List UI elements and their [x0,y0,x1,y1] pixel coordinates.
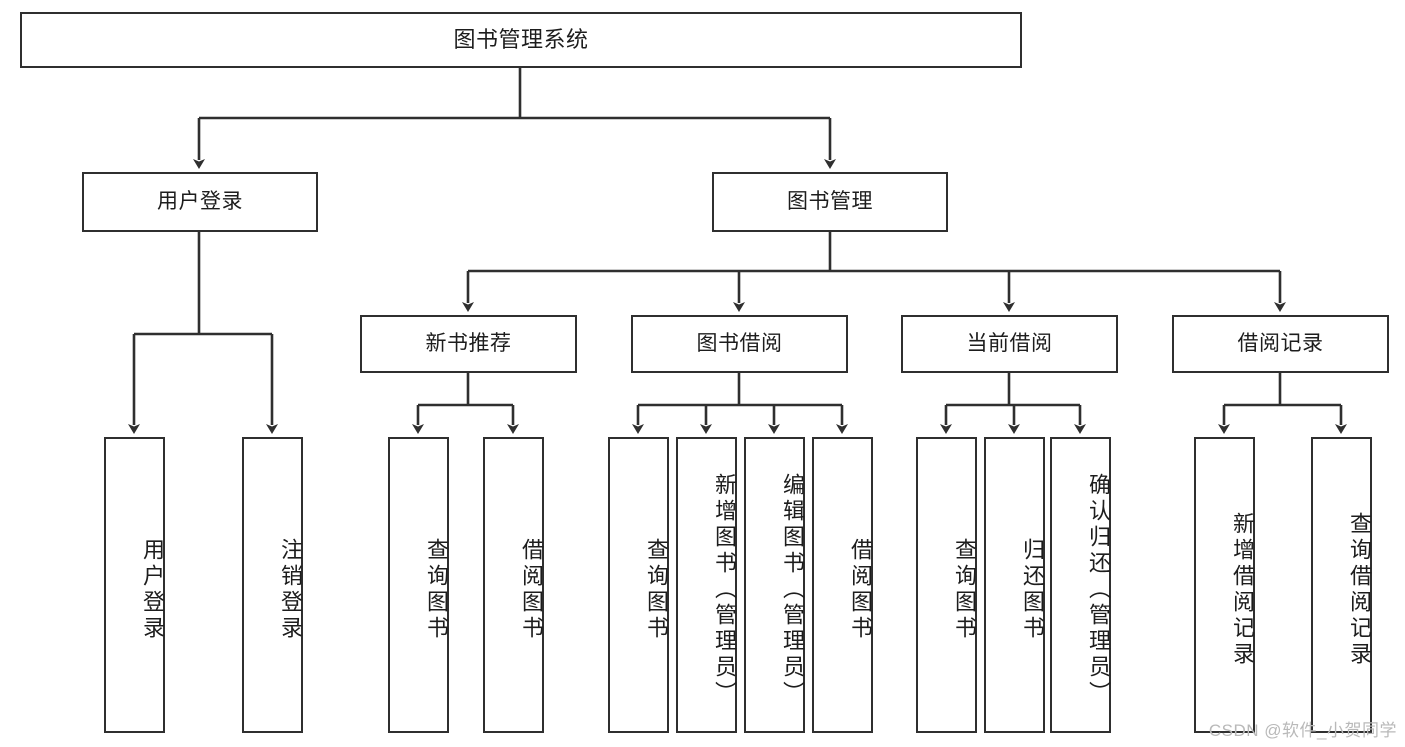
node-new-book-rec[interactable]: 新书推荐 [360,315,577,373]
node-leaf-borrow-book-label: 借阅图书 [848,538,873,642]
node-current-borrow-label: 当前借阅 [966,331,1053,355]
node-leaf-edit-book-label: 编辑图书（管理员） [780,473,805,707]
node-leaf-user-login[interactable]: 用户登录 [104,437,165,733]
node-book-manage[interactable]: 图书管理 [712,172,948,232]
node-leaf-borrow-query-book[interactable]: 查询图书 [608,437,669,733]
node-leaf-logout-label: 注销登录 [278,538,303,642]
node-leaf-borrow-query-book-label: 查询图书 [644,538,669,642]
node-leaf-query-record-label: 查询借阅记录 [1347,512,1372,668]
node-leaf-add-record[interactable]: 新增借阅记录 [1194,437,1255,733]
node-leaf-borrow-book[interactable]: 借阅图书 [812,437,873,733]
node-leaf-add-book[interactable]: 新增图书（管理员） [676,437,737,733]
node-leaf-rec-query-book-label: 查询图书 [424,538,449,642]
node-leaf-add-book-label: 新增图书（管理员） [712,473,737,707]
node-leaf-confirm-return[interactable]: 确认归还（管理员） [1050,437,1111,733]
node-book-manage-label: 图书管理 [787,189,873,213]
node-new-book-rec-label: 新书推荐 [425,331,512,355]
node-borrow-record-label: 借阅记录 [1237,331,1324,355]
node-current-borrow[interactable]: 当前借阅 [901,315,1118,373]
node-leaf-return-book[interactable]: 归还图书 [984,437,1045,733]
node-leaf-rec-borrow-book-label: 借阅图书 [519,538,544,642]
node-leaf-cur-query-book[interactable]: 查询图书 [916,437,977,733]
node-root[interactable]: 图书管理系统 [20,12,1022,68]
node-leaf-query-record[interactable]: 查询借阅记录 [1311,437,1372,733]
node-borrow-record[interactable]: 借阅记录 [1172,315,1389,373]
node-root-label: 图书管理系统 [453,27,589,53]
node-book-borrow[interactable]: 图书借阅 [631,315,848,373]
node-book-borrow-label: 图书借阅 [696,331,783,355]
node-leaf-return-book-label: 归还图书 [1020,538,1045,642]
csdn-watermark: CSDN @软件_小贺同学 [1208,721,1397,740]
node-user-login[interactable]: 用户登录 [82,172,318,232]
node-user-login-label: 用户登录 [157,189,243,213]
node-leaf-add-record-label: 新增借阅记录 [1230,512,1255,668]
node-leaf-rec-query-book[interactable]: 查询图书 [388,437,449,733]
node-leaf-confirm-return-label: 确认归还（管理员） [1086,473,1111,707]
node-leaf-edit-book[interactable]: 编辑图书（管理员） [744,437,805,733]
node-leaf-rec-borrow-book[interactable]: 借阅图书 [483,437,544,733]
node-leaf-cur-query-book-label: 查询图书 [952,538,977,642]
node-leaf-user-login-label: 用户登录 [140,538,165,642]
node-leaf-logout[interactable]: 注销登录 [242,437,303,733]
